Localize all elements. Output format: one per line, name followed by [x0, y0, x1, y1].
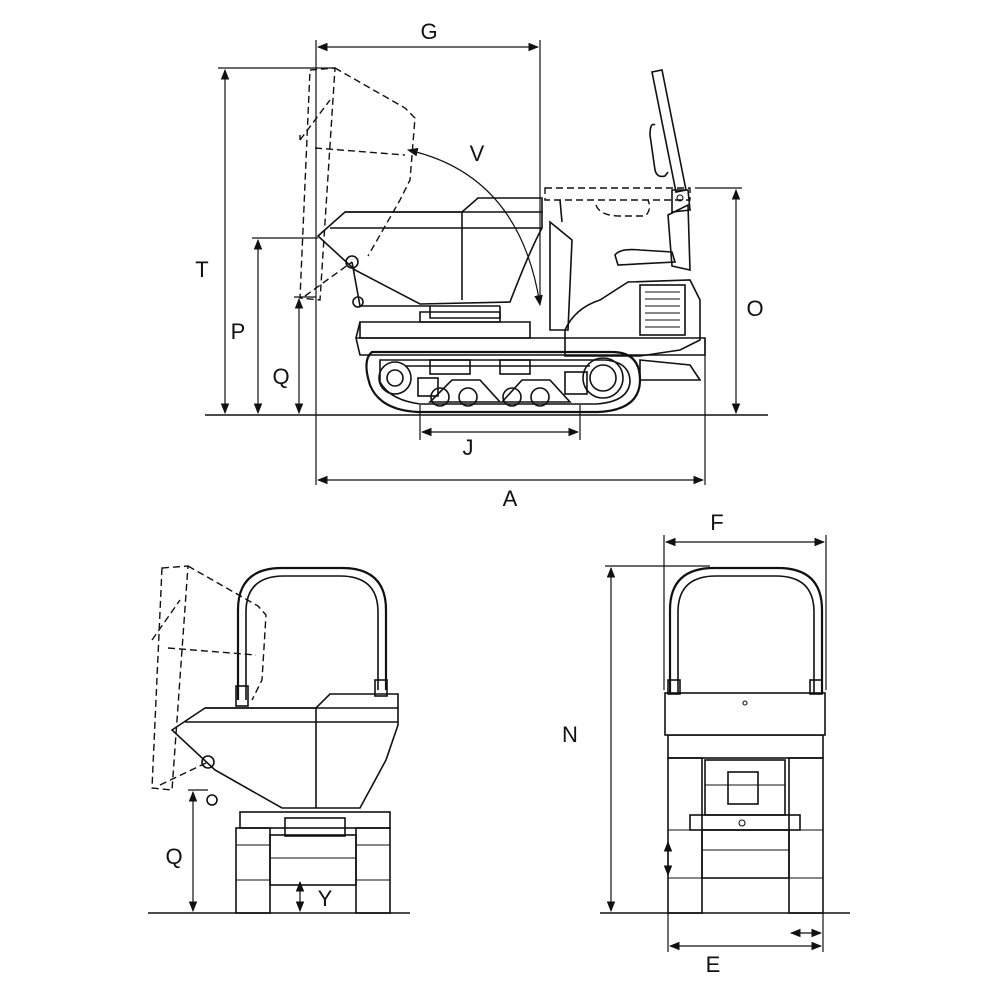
track-left-front — [667, 757, 703, 914]
skip-tipped-dashed — [299, 67, 416, 301]
angle-v-arc — [406, 147, 543, 307]
rops-frame-front — [668, 566, 824, 693]
label-a: A — [503, 486, 518, 511]
control-column — [549, 199, 573, 331]
track-right — [355, 827, 391, 914]
skip-pivot — [345, 255, 359, 269]
track-assembly — [365, 350, 642, 414]
label-o: O — [746, 296, 763, 321]
front-view: F N E — [562, 510, 850, 977]
rops-frame-side — [649, 69, 687, 193]
skip-rear — [170, 707, 399, 809]
label-v: V — [470, 141, 485, 166]
seat — [614, 248, 677, 266]
label-n: N — [562, 722, 578, 747]
label-e: E — [706, 952, 721, 977]
label-t: T — [195, 257, 208, 282]
track-right-front — [788, 757, 824, 914]
drive-sprocket — [582, 357, 624, 399]
rops-dashed-outline — [544, 187, 691, 201]
side-view: V T P Q G O J A — [195, 19, 768, 511]
label-j: J — [463, 435, 474, 460]
label-f: F — [710, 510, 723, 535]
rops-frame-rear — [236, 566, 388, 700]
label-p: P — [231, 319, 246, 344]
label-q-side: Q — [272, 364, 289, 389]
skip-front — [664, 692, 826, 736]
track-left — [235, 827, 271, 914]
label-q-rear: Q — [165, 844, 182, 869]
rear-view: Q Y — [148, 565, 410, 914]
chassis — [354, 311, 706, 356]
engine-housing — [564, 189, 702, 381]
label-y: Y — [318, 886, 333, 911]
label-g: G — [420, 19, 437, 44]
idler-wheel — [378, 361, 412, 395]
